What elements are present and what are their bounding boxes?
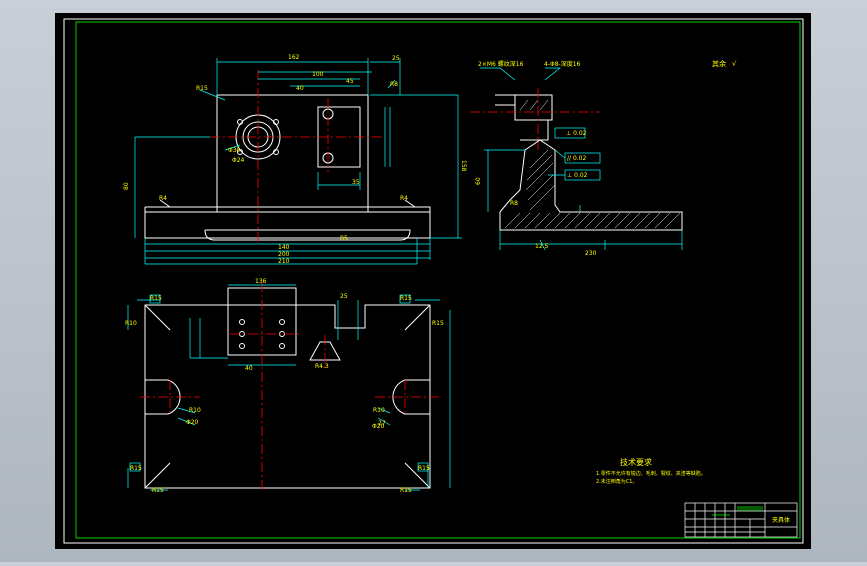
front-dim-height: 158 [460,160,467,172]
section-hatch [504,99,681,229]
svg-text:R15: R15 [400,295,412,302]
svg-text:2×M6 螺纹深16: 2×M6 螺纹深16 [478,60,524,68]
svg-text:R5: R5 [340,235,348,242]
svg-text:4-Φ8-深度16: 4-Φ8-深度16 [544,60,581,68]
svg-text:R4: R4 [159,195,167,202]
svg-text:R15: R15 [196,85,208,92]
side-section-view: 2×M6 螺纹深16 4-Φ8-深度16 ⊥ 0.02 // 0.02 ⊥ 0.… [470,60,683,257]
section-outline [499,139,683,231]
svg-text:80: 80 [123,182,130,190]
tech-requirements-line-1: 1.零件不允许有锐边、毛刺、裂纹、夹渣等缺陷。 [596,470,706,477]
svg-text:60: 60 [475,177,482,185]
title-block[interactable]: 夹具体 [684,502,798,538]
svg-text:Φ24: Φ24 [232,157,245,164]
svg-text:Φ20: Φ20 [186,419,199,426]
drawing-canvas[interactable] [55,13,811,549]
svg-text:100: 100 [312,71,324,78]
svg-text:27: 27 [378,420,386,427]
front-dim-width-2: 200 [278,251,290,258]
svg-text:40: 40 [245,365,253,372]
svg-text:R15: R15 [400,487,412,494]
front-view: 162 100 45 40 25 R15 R8 Φ30 Φ24 35 R4 R4… [123,54,467,265]
front-slot [204,229,411,241]
front-dim-width-3: 210 [278,258,290,265]
front-dim-top-width: 162 [288,54,300,61]
tech-requirements-line-2: 2.未注倒角为C1。 [596,478,637,485]
svg-text:12.5: 12.5 [535,243,549,250]
technical-notes: 其余 √ 技术要求 1.零件不允许有锐边、毛刺、裂纹、夹渣等缺陷。 2.未注倒角… [596,59,737,485]
svg-text:25: 25 [340,293,348,300]
plan-slot-right [392,379,430,415]
svg-text:R8: R8 [390,81,398,88]
svg-text:⊥ 0.02: ⊥ 0.02 [566,130,587,137]
svg-text:R15: R15 [152,487,164,494]
svg-text:35: 35 [352,179,360,186]
svg-text:Φ20: Φ20 [372,423,385,430]
svg-text:45: 45 [346,78,354,85]
svg-text:R15: R15 [130,465,142,472]
front-dim-width-1: 140 [278,244,290,251]
svg-text:R10: R10 [125,320,137,327]
svg-text:R15: R15 [432,320,444,327]
svg-text:R8: R8 [510,200,518,207]
svg-text:R10: R10 [373,407,385,414]
roughness-note: 其余 [712,59,726,68]
svg-text:25: 25 [392,55,400,62]
roughness-symbol: √ [732,60,737,68]
front-upright-outline [216,94,369,212]
svg-text:⊥ 0.02: ⊥ 0.02 [567,172,588,179]
plan-view: 136 R15 R15 R10 R15 R10 R10 Φ20 Φ20 R4.3… [125,278,451,494]
svg-text:R15: R15 [418,465,430,472]
plan-dim-width: 136 [255,278,267,285]
tech-requirements-title: 技术要求 [620,457,652,467]
section-length-dim [499,230,683,250]
svg-text:R10: R10 [189,407,201,414]
section-dim-length: 230 [585,250,597,257]
svg-text:40: 40 [296,85,304,92]
title-block-part-name: 夹具体 [772,516,790,524]
inner-frame [75,21,801,539]
svg-text:R4.3: R4.3 [315,363,329,370]
svg-text:R4: R4 [400,195,408,202]
svg-text:Φ30: Φ30 [228,147,241,154]
svg-text:R15: R15 [150,295,162,302]
svg-text:// 0.02: // 0.02 [567,155,586,162]
outer-frame [63,18,804,544]
